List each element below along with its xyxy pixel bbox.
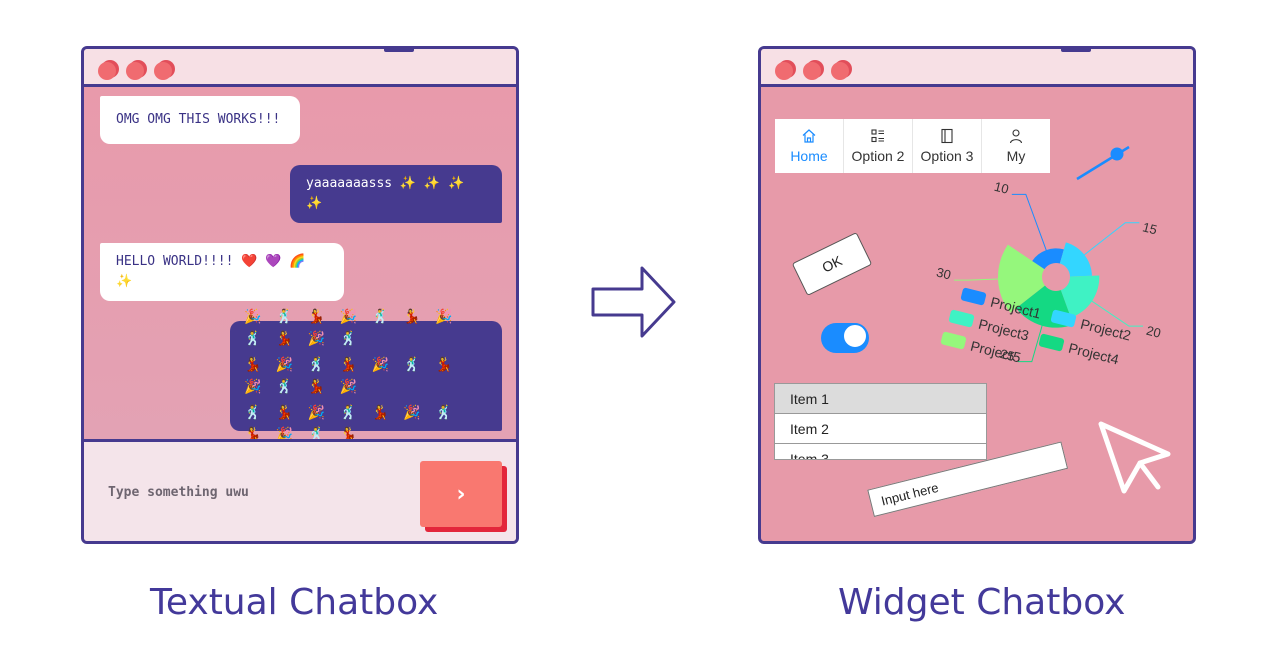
rose-slice-project3 [1060,275,1100,318]
titlebar-nub [384,49,414,52]
message-text: HELLO WORLD!!!! ❤️ 💜 🌈 ✨ [116,254,306,289]
window-titlebar [84,49,516,87]
legend-swatch [940,331,967,350]
ok-button-label: OK [819,252,845,276]
message-bubble-outgoing: yaaaaaaasss ✨ ✨ ✨ ✨ [290,165,502,223]
window-maximize-dot[interactable] [831,62,849,80]
bottom-tab-bar: Home Option 2 Option 3 My [775,119,1050,173]
arrow-right-icon [591,266,676,338]
window-close-dot[interactable] [775,62,793,80]
legend-label: Project5 [969,338,1023,366]
chat-message-area: OMG OMG THIS WORKS!!! yaaaaaaasss ✨ ✨ ✨ … [84,87,516,443]
legend-swatch [1050,309,1077,328]
rose-leader-line [954,278,1003,281]
ok-button[interactable]: OK [791,232,873,296]
tab-label: Home [790,148,828,164]
toggle-switch[interactable] [821,321,869,353]
rose-slice-project1 [1032,248,1064,270]
textual-chatbox-window: OMG OMG THIS WORKS!!! yaaaaaaasss ✨ ✨ ✨ … [81,46,519,544]
legend-swatch [1038,333,1065,352]
tab-label: My [1006,148,1026,164]
message-composer: Type something uwu › [84,439,516,541]
slider-thumb[interactable] [1110,147,1124,161]
titlebar-nub [1061,49,1091,52]
window-minimize-dot[interactable] [126,62,144,80]
tab-option-2[interactable]: Option 2 [844,119,913,173]
emoji-party-grid: 🎉 🕺 💃 🎉 🕺 💃 🎉 🕺 💃 🎉 🕺 💃 🎉 🕺 💃 🎉 🕺 💃 🎉 🕺 … [244,306,486,446]
widget-chatbox-window: Home Option 2 Option 3 My OK Item 1 Item… [758,46,1196,544]
window-close-dot[interactable] [98,62,116,80]
window-maximize-dot[interactable] [154,62,172,80]
message-input[interactable]: Type something uwu [108,485,249,500]
rose-leader-line [1017,321,1044,363]
slider[interactable] [1075,141,1133,181]
rose-pie-chart: 3010152025Project1Project2Project3Projec… [935,179,1163,368]
toggle-knob [842,323,868,349]
list-item[interactable]: Item 1 [775,384,986,414]
rose-value-label: 20 [1145,323,1163,341]
chevron-right-icon: › [456,481,466,507]
list-item[interactable]: Item 3 [775,444,986,460]
widget-chatbox-caption: Widget Chatbox [838,582,1126,623]
rose-slice-project2 [1059,242,1092,277]
message-bubble-incoming: HELLO WORLD!!!! ❤️ 💜 🌈 ✨ [100,243,344,301]
user-icon [1009,129,1023,144]
mouse-cursor-icon [1098,421,1171,494]
message-text: yaaaaaaasss ✨ ✨ ✨ ✨ [306,176,465,211]
grid-list-icon [871,129,884,143]
tab-my[interactable]: My [982,119,1050,173]
rose-value-label: 30 [935,265,953,283]
emoji-row: 🎉 🕺 💃 🎉 🕺 💃 🎉 🕺 💃 🎉 🕺 [244,309,456,347]
rose-leader-line [1080,222,1140,258]
emoji-row: 💃 🎉 🕺 💃 🎉 🕺 💃 🎉 🕺 💃 🎉 [244,357,456,395]
tab-home[interactable]: Home [775,119,844,173]
tab-label: Option 3 [920,148,974,164]
notebook-icon [941,128,953,144]
rose-value-label: 15 [1141,219,1159,237]
legend-swatch [948,309,975,328]
window-minimize-dot[interactable] [803,62,821,80]
home-icon [802,129,816,143]
rose-leader-line [1088,298,1144,327]
window-titlebar [761,49,1193,87]
legend-label: Project3 [977,316,1031,344]
rose-leader-line [1011,193,1049,255]
tab-label: Option 2 [851,148,905,164]
message-bubble-outgoing-emoji: 🎉 🕺 💃 🎉 🕺 💃 🎉 🕺 💃 🎉 🕺 💃 🎉 🕺 💃 🎉 🕺 💃 🎉 🕺 … [230,309,502,443]
rose-slice-project5 [998,244,1045,313]
message-bubble-incoming: OMG OMG THIS WORKS!!! [100,96,300,144]
textual-chatbox-caption: Textual Chatbox [150,582,439,623]
message-text: OMG OMG THIS WORKS!!! [116,112,281,127]
list-item[interactable]: Item 2 [775,414,986,444]
legend-swatch [960,287,987,306]
legend-label: Project2 [1079,316,1133,344]
send-button[interactable]: › [420,461,502,527]
item-list: Item 1 Item 2 Item 3 [774,383,987,460]
legend-label: Project4 [1067,340,1121,368]
rose-value-label: 25 [999,346,1017,364]
rose-value-label: 10 [993,179,1011,197]
tab-option-3[interactable]: Option 3 [913,119,982,173]
